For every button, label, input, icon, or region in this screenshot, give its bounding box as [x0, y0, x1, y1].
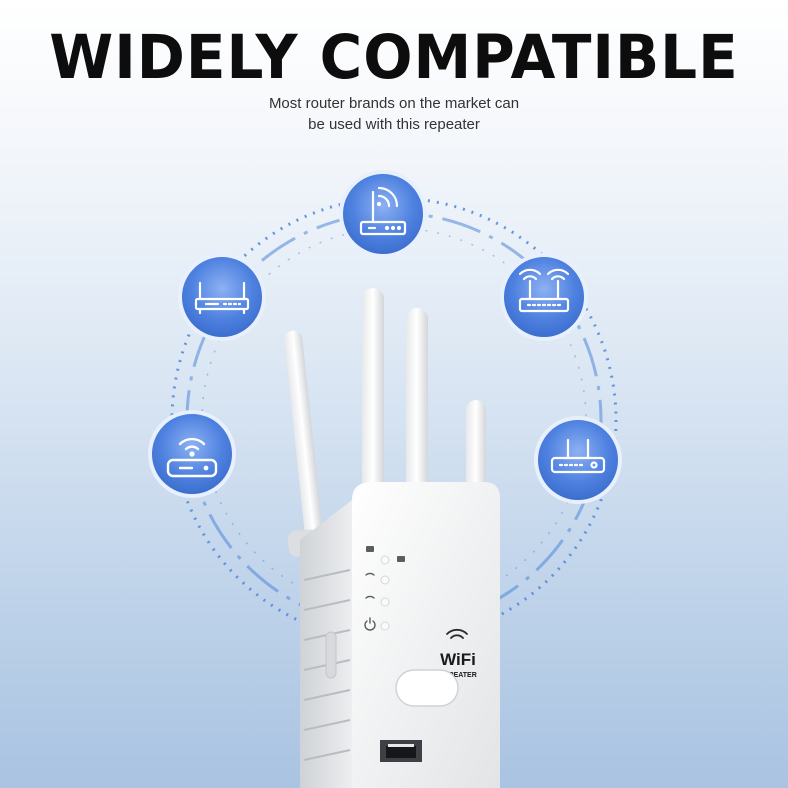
router-single-antenna-icon [534, 416, 622, 504]
antenna-center-left [362, 288, 384, 498]
device-logo-subtext: REPEATER [439, 672, 477, 679]
router-two-antenna-icon [500, 253, 588, 341]
subline-2: be used with this repeater [308, 116, 480, 133]
power-icon [364, 617, 376, 631]
subline-1: Most router brands on the market can [268, 95, 520, 112]
device-logo-text: WiFi [440, 650, 476, 669]
wifi-2g-icon [365, 572, 375, 576]
headline: WIDELY COMPATIBLE [49, 21, 739, 93]
router-flat-icon [178, 253, 266, 341]
antenna-center-right [406, 308, 428, 498]
status-indicators [366, 546, 405, 631]
repeater-device: WiFi REPEATER [284, 288, 500, 788]
wps-button [395, 669, 459, 707]
router-antenna-signal-icon [339, 170, 427, 258]
wifi-logo-icon [446, 628, 468, 639]
wifi-5g-icon [365, 595, 375, 599]
antenna-left [284, 330, 324, 557]
router-wifi-signal-icon [148, 410, 236, 498]
